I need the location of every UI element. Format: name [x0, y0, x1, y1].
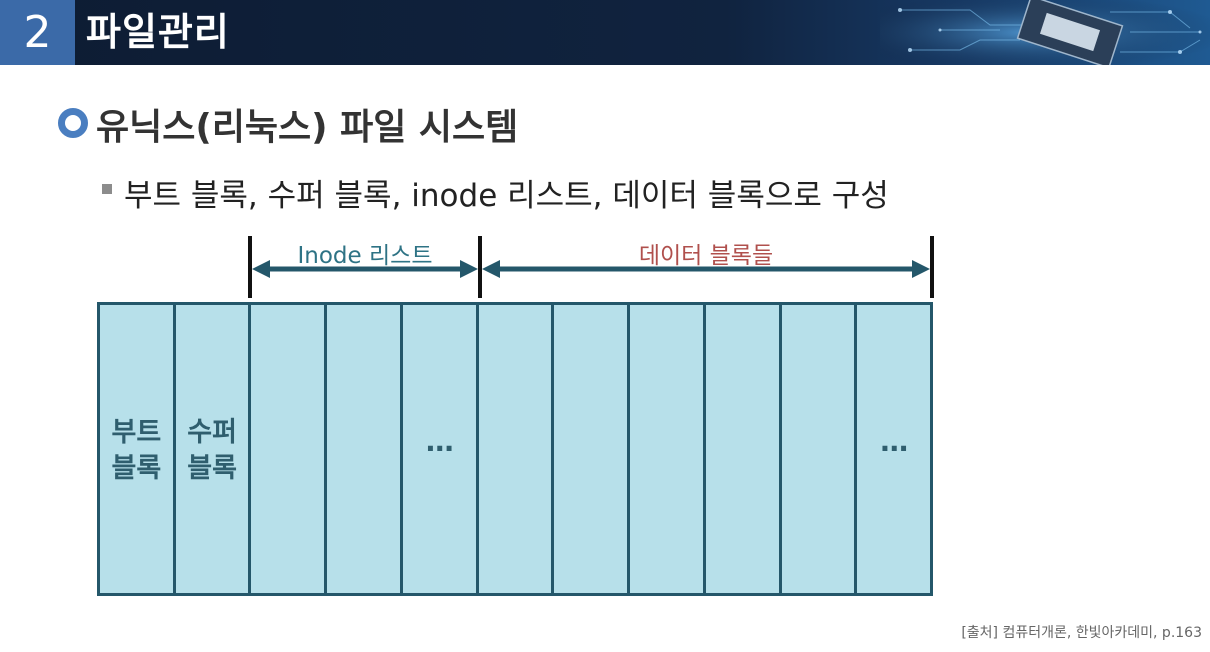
span-arrows	[248, 236, 934, 298]
inode-ellipsis: …	[425, 425, 454, 458]
boot-block: 부트 블록	[97, 302, 176, 596]
boot-block-label-line2: 블록	[111, 453, 162, 484]
slide-header: 2 파일관리	[0, 0, 1210, 65]
source-citation: [출처] 컴퓨터개론, 한빛아카데미, p.163	[961, 625, 1202, 641]
data-block	[778, 302, 858, 596]
inode-block-ellipsis: …	[399, 302, 479, 596]
square-bullet-icon	[102, 184, 112, 194]
inode-arrow-right-head	[460, 260, 478, 278]
super-block-label-line2: 블록	[187, 453, 237, 484]
super-block-label-line1: 수퍼	[187, 417, 237, 448]
bullet-circle-icon	[58, 108, 88, 138]
data-ellipsis: …	[880, 425, 908, 458]
inode-block	[248, 302, 328, 596]
data-arrow-left-head	[482, 260, 500, 278]
data-block	[702, 302, 782, 596]
disk-block-row: 부트 블록 수퍼 블록 … …	[97, 302, 934, 596]
data-block-ellipsis: …	[854, 302, 934, 596]
inode-block	[324, 302, 403, 596]
circuit-chip-graphic	[880, 0, 1210, 65]
slide-subtext: 부트 블록, 수퍼 블록, inode 리스트, 데이터 블록으로 구성	[124, 178, 889, 214]
section-title: 파일관리	[86, 10, 230, 54]
data-arrow-right-head	[912, 260, 930, 278]
inode-list-label: Inode 리스트	[297, 243, 433, 269]
section-number: 2	[0, 0, 75, 65]
inode-arrow-left-head	[252, 260, 270, 278]
super-block: 수퍼 블록	[172, 302, 252, 596]
data-block	[551, 302, 631, 596]
slide-heading: 유닉스(리눅스) 파일 시스템	[96, 107, 519, 148]
data-block	[475, 302, 555, 596]
data-blocks-label: 데이터 블록들	[638, 243, 774, 269]
boot-block-label-line1: 부트	[111, 417, 162, 448]
data-block	[627, 302, 706, 596]
